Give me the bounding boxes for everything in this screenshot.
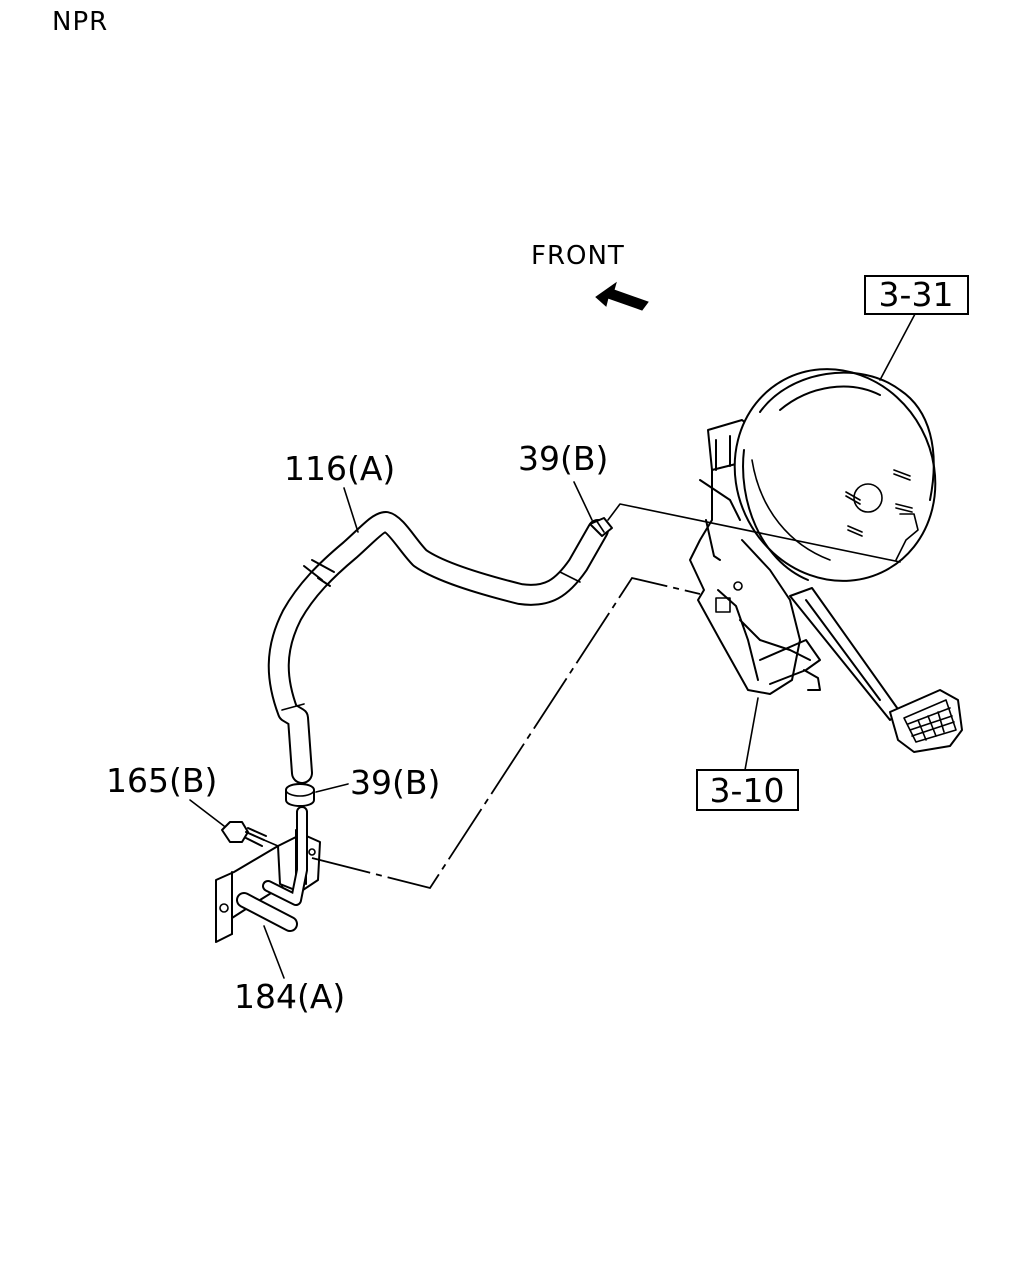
reference-label-pedal-assembly: 3-10 (710, 771, 785, 810)
model-label: NPR (52, 7, 108, 37)
hose-clip-top (589, 517, 613, 537)
callout-bolt[interactable]: 165(B) (106, 761, 217, 800)
connection-line-hose-to-booster (607, 503, 901, 563)
mounting-bolt (221, 821, 267, 847)
leader-bolt (189, 799, 225, 827)
leader-clip-bottom (315, 783, 349, 793)
hose-clip-bottom (285, 783, 315, 807)
reference-label-brake-booster: 3-31 (879, 275, 954, 314)
callout-clip-top[interactable]: 39(B) (518, 439, 608, 478)
brake-booster (733, 368, 937, 582)
pipe-bracket (215, 806, 321, 943)
vacuum-hose (267, 511, 609, 784)
leader-hose (343, 487, 359, 533)
leader-brake-booster (879, 313, 916, 381)
brake-pedal (789, 587, 963, 753)
leader-clip-top (573, 481, 593, 521)
leader-bracket (263, 925, 285, 979)
connection-line-bracket-to-pedal (311, 576, 701, 890)
front-arrow-icon (595, 281, 649, 311)
callout-hose[interactable]: 116(A) (284, 449, 395, 488)
reference-box-brake-booster[interactable]: 3-31 (864, 275, 969, 315)
leader-pedal-assembly (744, 697, 759, 771)
callout-clip-bottom[interactable]: 39(B) (350, 763, 440, 802)
callout-bracket[interactable]: 184(A) (234, 977, 345, 1016)
reference-box-pedal-assembly[interactable]: 3-10 (696, 769, 799, 811)
front-label: FRONT (531, 241, 625, 271)
